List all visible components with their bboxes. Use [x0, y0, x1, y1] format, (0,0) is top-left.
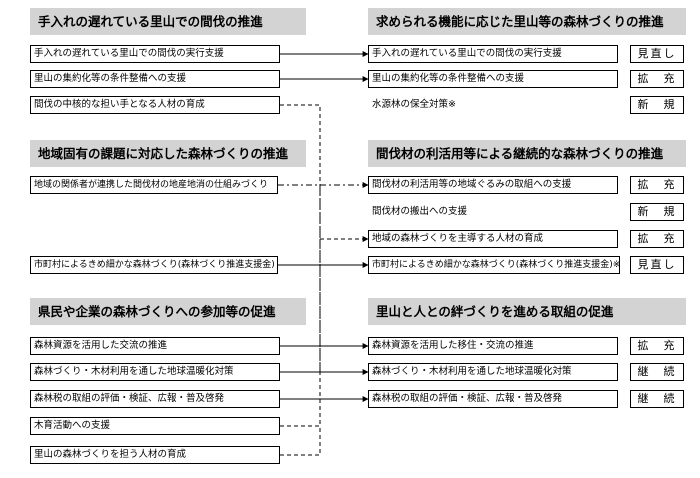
left-group-3-title: 県民や企業の森林づくりへの参加等の促進 — [30, 298, 306, 325]
right-item: 市町村によるきめ細かな森林づくり(森林づくり推進支援金)※ — [368, 256, 620, 274]
left-group-2-title: 地域固有の課題に対応した森林づくりの推進 — [30, 140, 306, 167]
right-item: 森林資源を活用した移住・交流の推進 — [368, 337, 618, 355]
right-item: 水源林の保全対策※ — [368, 96, 618, 114]
left-item: 手入れの遅れている里山での間伐の実行支援 — [30, 45, 280, 63]
status-badge: 継 続 — [630, 363, 684, 381]
status-badge: 拡 充 — [630, 70, 684, 88]
right-group-3-title: 里山と人との絆づくりを進める取組の促進 — [368, 298, 686, 325]
left-group-1-title: 手入れの遅れている里山での間伐の推進 — [30, 8, 306, 35]
left-item: 里山の森林づくりを担う人材の育成 — [30, 446, 280, 464]
status-badge: 拡 充 — [630, 176, 684, 194]
status-badge: 拡 充 — [630, 230, 684, 248]
left-item: 森林資源を活用した交流の推進 — [30, 337, 280, 355]
left-item: 森林づくり・木材利用を通した地球温暖化対策 — [30, 363, 280, 381]
right-item: 森林税の取組の評価・検証、広報・普及啓発 — [368, 390, 618, 408]
left-item: 地域の関係者が連携した間伐材の地産地消の仕組みづくり — [30, 176, 278, 194]
right-group-1-title: 求められる機能に応じた里山等の森林づくりの推進 — [368, 8, 686, 35]
status-badge: 新 規 — [630, 203, 684, 221]
status-badge: 継 続 — [630, 390, 684, 408]
status-badge: 拡 充 — [630, 337, 684, 355]
left-item: 森林税の取組の評価・検証、広報・普及啓発 — [30, 390, 280, 408]
left-item: 木育活動への支援 — [30, 417, 280, 435]
right-item: 森林づくり・木材利用を通した地球温暖化対策 — [368, 363, 618, 381]
right-group-2-title: 間伐材の利活用等による継続的な森林づくりの推進 — [368, 140, 686, 167]
left-item: 市町村によるきめ細かな森林づくり(森林づくり推進支援金) — [30, 256, 278, 274]
right-item: 間伐材の利活用等の地域ぐるみの取組への支援 — [368, 176, 618, 194]
left-item: 里山の集約化等の条件整備への支援 — [30, 70, 280, 88]
right-item: 間伐材の搬出への支援 — [368, 203, 618, 221]
status-badge: 新 規 — [630, 96, 684, 114]
right-item: 地域の森林づくりを主導する人材の育成 — [368, 230, 618, 248]
status-badge: 見直し — [630, 45, 684, 63]
right-item: 手入れの遅れている里山での間伐の実行支援 — [368, 45, 618, 63]
right-item: 里山の集約化等の条件整備への支援 — [368, 70, 618, 88]
status-badge: 見直し — [630, 256, 684, 274]
left-item: 間伐の中核的な担い手となる人材の育成 — [30, 96, 280, 114]
